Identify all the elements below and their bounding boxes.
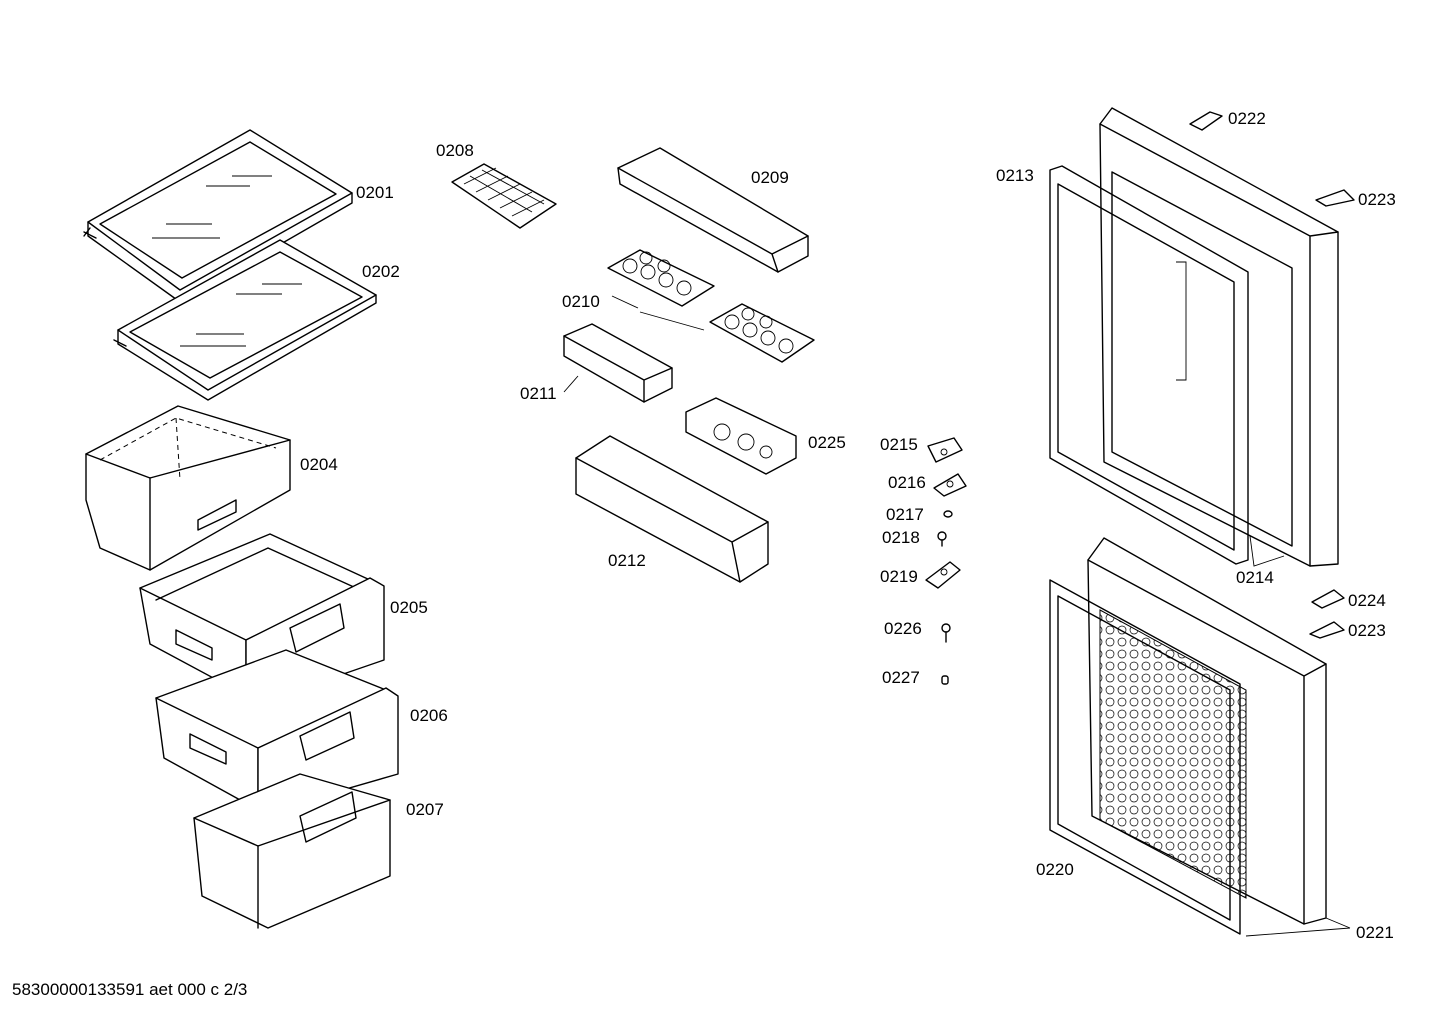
part-label-0205: 0205 — [390, 598, 428, 617]
door-bin-0209 — [617, 147, 809, 273]
part-label-0225: 0225 — [808, 433, 846, 452]
ice-tray-0208 — [451, 163, 557, 229]
crisper-tray-0204 — [85, 405, 291, 571]
cover-0223-lower — [1309, 621, 1345, 639]
large-bin-0212 — [575, 435, 769, 583]
part-label-0208: 0208 — [436, 141, 474, 160]
part-label-0209: 0209 — [751, 168, 789, 187]
part-label-0220: 0220 — [1036, 860, 1074, 879]
part-label-0214: 0214 — [1236, 568, 1274, 587]
part-label-0217: 0217 — [886, 505, 924, 524]
part-label-0224: 0224 — [1348, 591, 1386, 610]
part-label-0226: 0226 — [884, 619, 922, 638]
lower-door-0220 — [1049, 537, 1327, 935]
cover-0223-upper — [1315, 189, 1355, 207]
cover-0224 — [1311, 589, 1345, 609]
cover-0222 — [1189, 111, 1223, 131]
part-label-0221: 0221 — [1356, 923, 1394, 942]
part-label-0213: 0213 — [996, 166, 1034, 185]
butter-tray-0225 — [685, 397, 797, 475]
part-label-0223b: 0223 — [1348, 621, 1386, 640]
egg-tray-0210 — [607, 249, 815, 363]
part-label-0227: 0227 — [882, 668, 920, 687]
small-bin-0211 — [563, 323, 673, 403]
screw-0218 — [937, 531, 947, 547]
part-label-0212: 0212 — [608, 551, 646, 570]
glass-shelf-0201 — [83, 129, 353, 303]
hinge-0219 — [925, 561, 961, 589]
part-label-0223a: 0223 — [1358, 190, 1396, 209]
part-label-0219: 0219 — [880, 567, 918, 586]
freezer-drawer-0207 — [193, 773, 391, 929]
hinge-0215 — [927, 437, 963, 463]
bushing-0217 — [943, 510, 953, 518]
part-label-0210: 0210 — [562, 292, 600, 311]
screw-0226 — [941, 623, 951, 643]
part-label-0204: 0204 — [300, 455, 338, 474]
part-label-0211: 0211 — [520, 384, 557, 403]
part-label-0218: 0218 — [882, 528, 920, 547]
part-label-0215: 0215 — [880, 435, 918, 454]
part-label-0207: 0207 — [406, 800, 444, 819]
document-code: 58300000133591 aet 000 c 2/3 — [12, 980, 248, 999]
part-label-0222: 0222 — [1228, 109, 1266, 128]
part-label-0206: 0206 — [410, 706, 448, 725]
cap-0227 — [941, 675, 949, 685]
part-label-0202: 0202 — [362, 262, 400, 281]
upper-door-0213 — [1049, 107, 1339, 567]
part-label-0201: 0201 — [356, 183, 394, 202]
part-label-0216: 0216 — [888, 473, 926, 492]
glass-shelf-0202 — [113, 239, 377, 401]
hinge-0216 — [933, 473, 967, 497]
